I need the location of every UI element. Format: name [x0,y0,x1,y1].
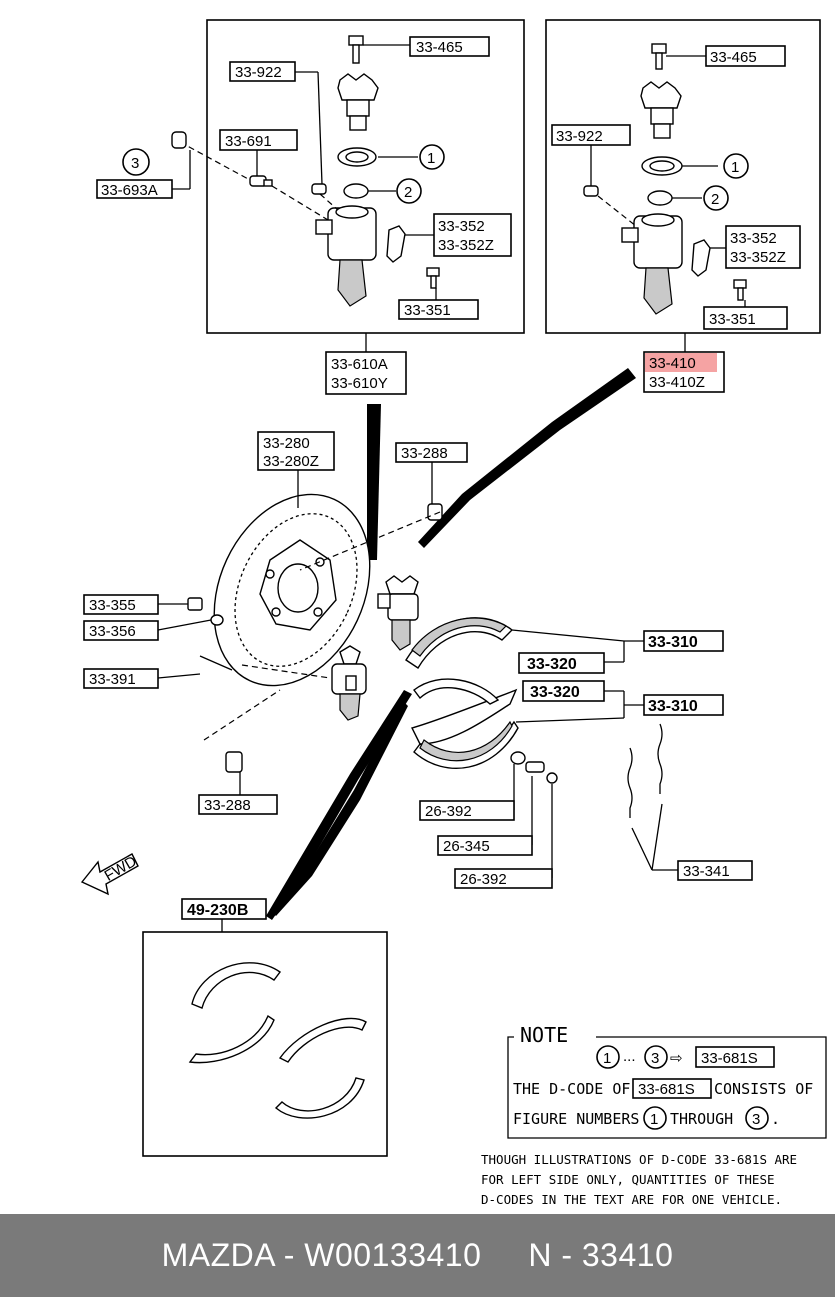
label-33-280z: 33-280Z [263,453,319,470]
label-33-610a: 33-610A [331,356,388,373]
label-33-465-right: 33-465 [710,49,757,66]
label-26-345: 26-345 [443,838,490,855]
label-33-352z-left: 33-352Z [438,237,494,254]
circle-2-left: 2 [404,184,412,201]
label-group-33-610: 33-610A 33-610Y [325,351,407,395]
note-box: NOTE 1 ... 3 ⇨ 33-681S THE D-CODE OF 33-… [507,1023,827,1139]
disclaimer-line-3: D-CODES IN THE TEXT ARE FOR ONE VEHICLE. [481,1192,782,1207]
label-33-922-left: 33-922 [235,64,282,81]
label-26-392-b: 26-392 [460,871,507,888]
note-line3-end: . [771,1110,780,1128]
label-33-280: 33-280 [263,435,310,452]
disclaimer: THOUGH ILLUSTRATIONS OF D-CODE 33-681S A… [481,1152,797,1207]
circle-1-left: 1 [427,150,435,167]
highlight-33-410 [645,353,717,372]
label-33-352-right: 33-352 [730,230,777,247]
label-group-33-693a: 3 33-693A [96,131,191,199]
label-33-288-bottom: 33-288 [204,797,251,814]
label-33-410: 33-410 [649,355,696,372]
label-33-691: 33-691 [225,133,272,150]
note-title: NOTE [520,1023,568,1047]
label-49-230b: 49-230B [187,902,248,919]
footer-part-number: MAZDA - W00133410 N - 33410 [161,1237,674,1273]
label-group-33-410: 33-410 33-410Z [643,351,725,393]
top-right-leader-lines [590,55,746,352]
backing-plate-drawing [213,493,371,687]
label-26-392-a: 26-392 [425,803,472,820]
label-33-465-left: 33-465 [416,39,463,56]
disclaimer-line-1: THOUGH ILLUSTRATIONS OF D-CODE 33-681S A… [481,1152,797,1167]
small-hardware [187,503,663,818]
note-circle-1: 1 [603,1050,611,1067]
label-33-356: 33-356 [89,623,136,640]
note-code: 33-681S [701,1050,758,1067]
label-33-310-top: 33-310 [648,634,698,651]
label-33-391: 33-391 [89,671,136,688]
top-left-leader-lines [179,44,437,352]
label-33-352z-right: 33-352Z [730,249,786,266]
note-line3-circle-1: 1 [650,1111,658,1128]
kit-inset: 49-230B [142,898,388,1157]
fwd-arrow-icon: FWD [80,853,140,896]
top-right-inset-frame [545,19,821,334]
circle-3: 3 [131,155,139,172]
top-right-labels: 33-465 33-922 1 2 33-352 33-352Z 33-351 [551,45,801,330]
note-circle-3: 3 [651,1050,659,1067]
circle-1-right: 1 [731,159,739,176]
label-33-693a: 33-693A [101,182,158,199]
label-33-351-left: 33-351 [404,302,451,319]
note-line2-a: THE D-CODE OF [513,1080,630,1098]
main-labels: 33-280 33-280Z 33-288 33-355 33-356 33-3… [83,431,753,889]
top-left-wheel-cylinder-drawing [249,35,440,307]
top-left-labels: 33-465 33-922 33-691 1 2 33-352 33-352Z … [219,36,512,320]
note-arrow: ⇨ [670,1050,683,1067]
note-line3-circle-3: 3 [752,1111,760,1128]
label-33-320-bottom: 33-320 [530,684,580,701]
label-33-341: 33-341 [683,863,730,880]
note-line2-code: 33-681S [638,1081,695,1098]
note-line2-b: CONSISTS OF [714,1080,813,1098]
label-33-610y: 33-610Y [331,375,388,392]
label-33-320-top: 33-320 [527,656,577,673]
label-33-355: 33-355 [89,597,136,614]
label-33-288-top: 33-288 [401,445,448,462]
footer-bar: MAZDA - W00133410 N - 33410 [0,1214,835,1297]
disclaimer-line-2: FOR LEFT SIDE ONLY, QUANTITIES OF THESE [481,1172,775,1187]
label-33-410z: 33-410Z [649,374,705,391]
brake-shoes-drawing [405,617,519,769]
callout-bands [266,368,636,920]
label-33-351-right: 33-351 [709,311,756,328]
note-line3-a: FIGURE NUMBERS [513,1110,639,1128]
note-line3-b: THROUGH [670,1110,733,1128]
circle-2-right: 2 [711,191,719,208]
main-wheel-cylinders [331,575,419,721]
label-33-352-left: 33-352 [438,218,485,235]
label-33-922-right: 33-922 [556,128,603,145]
label-33-310-bottom: 33-310 [648,698,698,715]
note-dots: ... [623,1048,636,1065]
